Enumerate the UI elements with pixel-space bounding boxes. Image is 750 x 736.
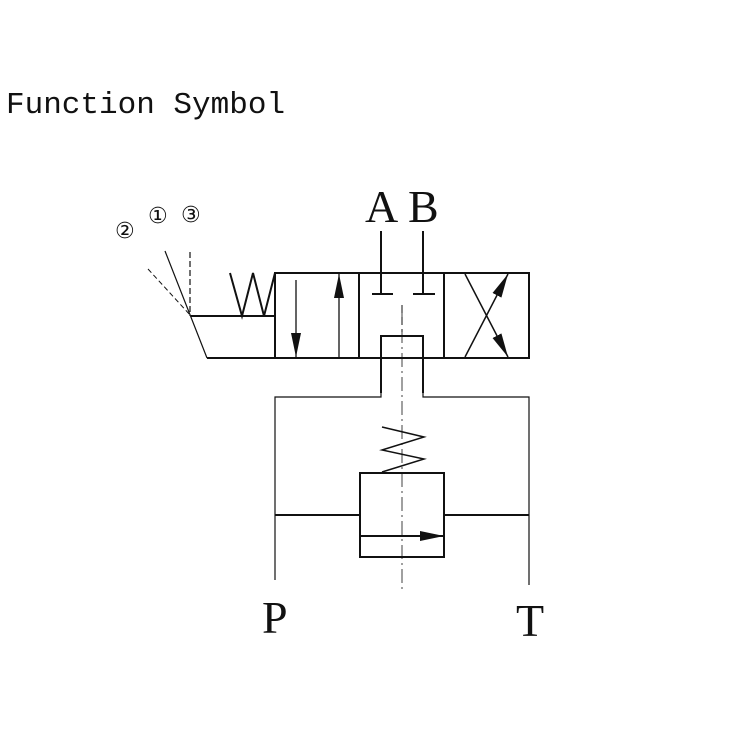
port-b-label: B [408, 181, 439, 232]
position-3-label: ③ [181, 203, 201, 228]
port-a-label: A [365, 181, 398, 232]
diagram-title: Function Symbol [6, 88, 286, 123]
relief-spring-icon [379, 426, 427, 473]
lever-operator [147, 250, 275, 359]
position-1-label: ① [148, 204, 168, 229]
port-p-label: P [262, 592, 288, 643]
spring-icon [229, 272, 276, 320]
cross-arrow-2 [464, 273, 509, 358]
port-t-label: T [516, 595, 544, 646]
position-2-label: ② [115, 219, 135, 244]
